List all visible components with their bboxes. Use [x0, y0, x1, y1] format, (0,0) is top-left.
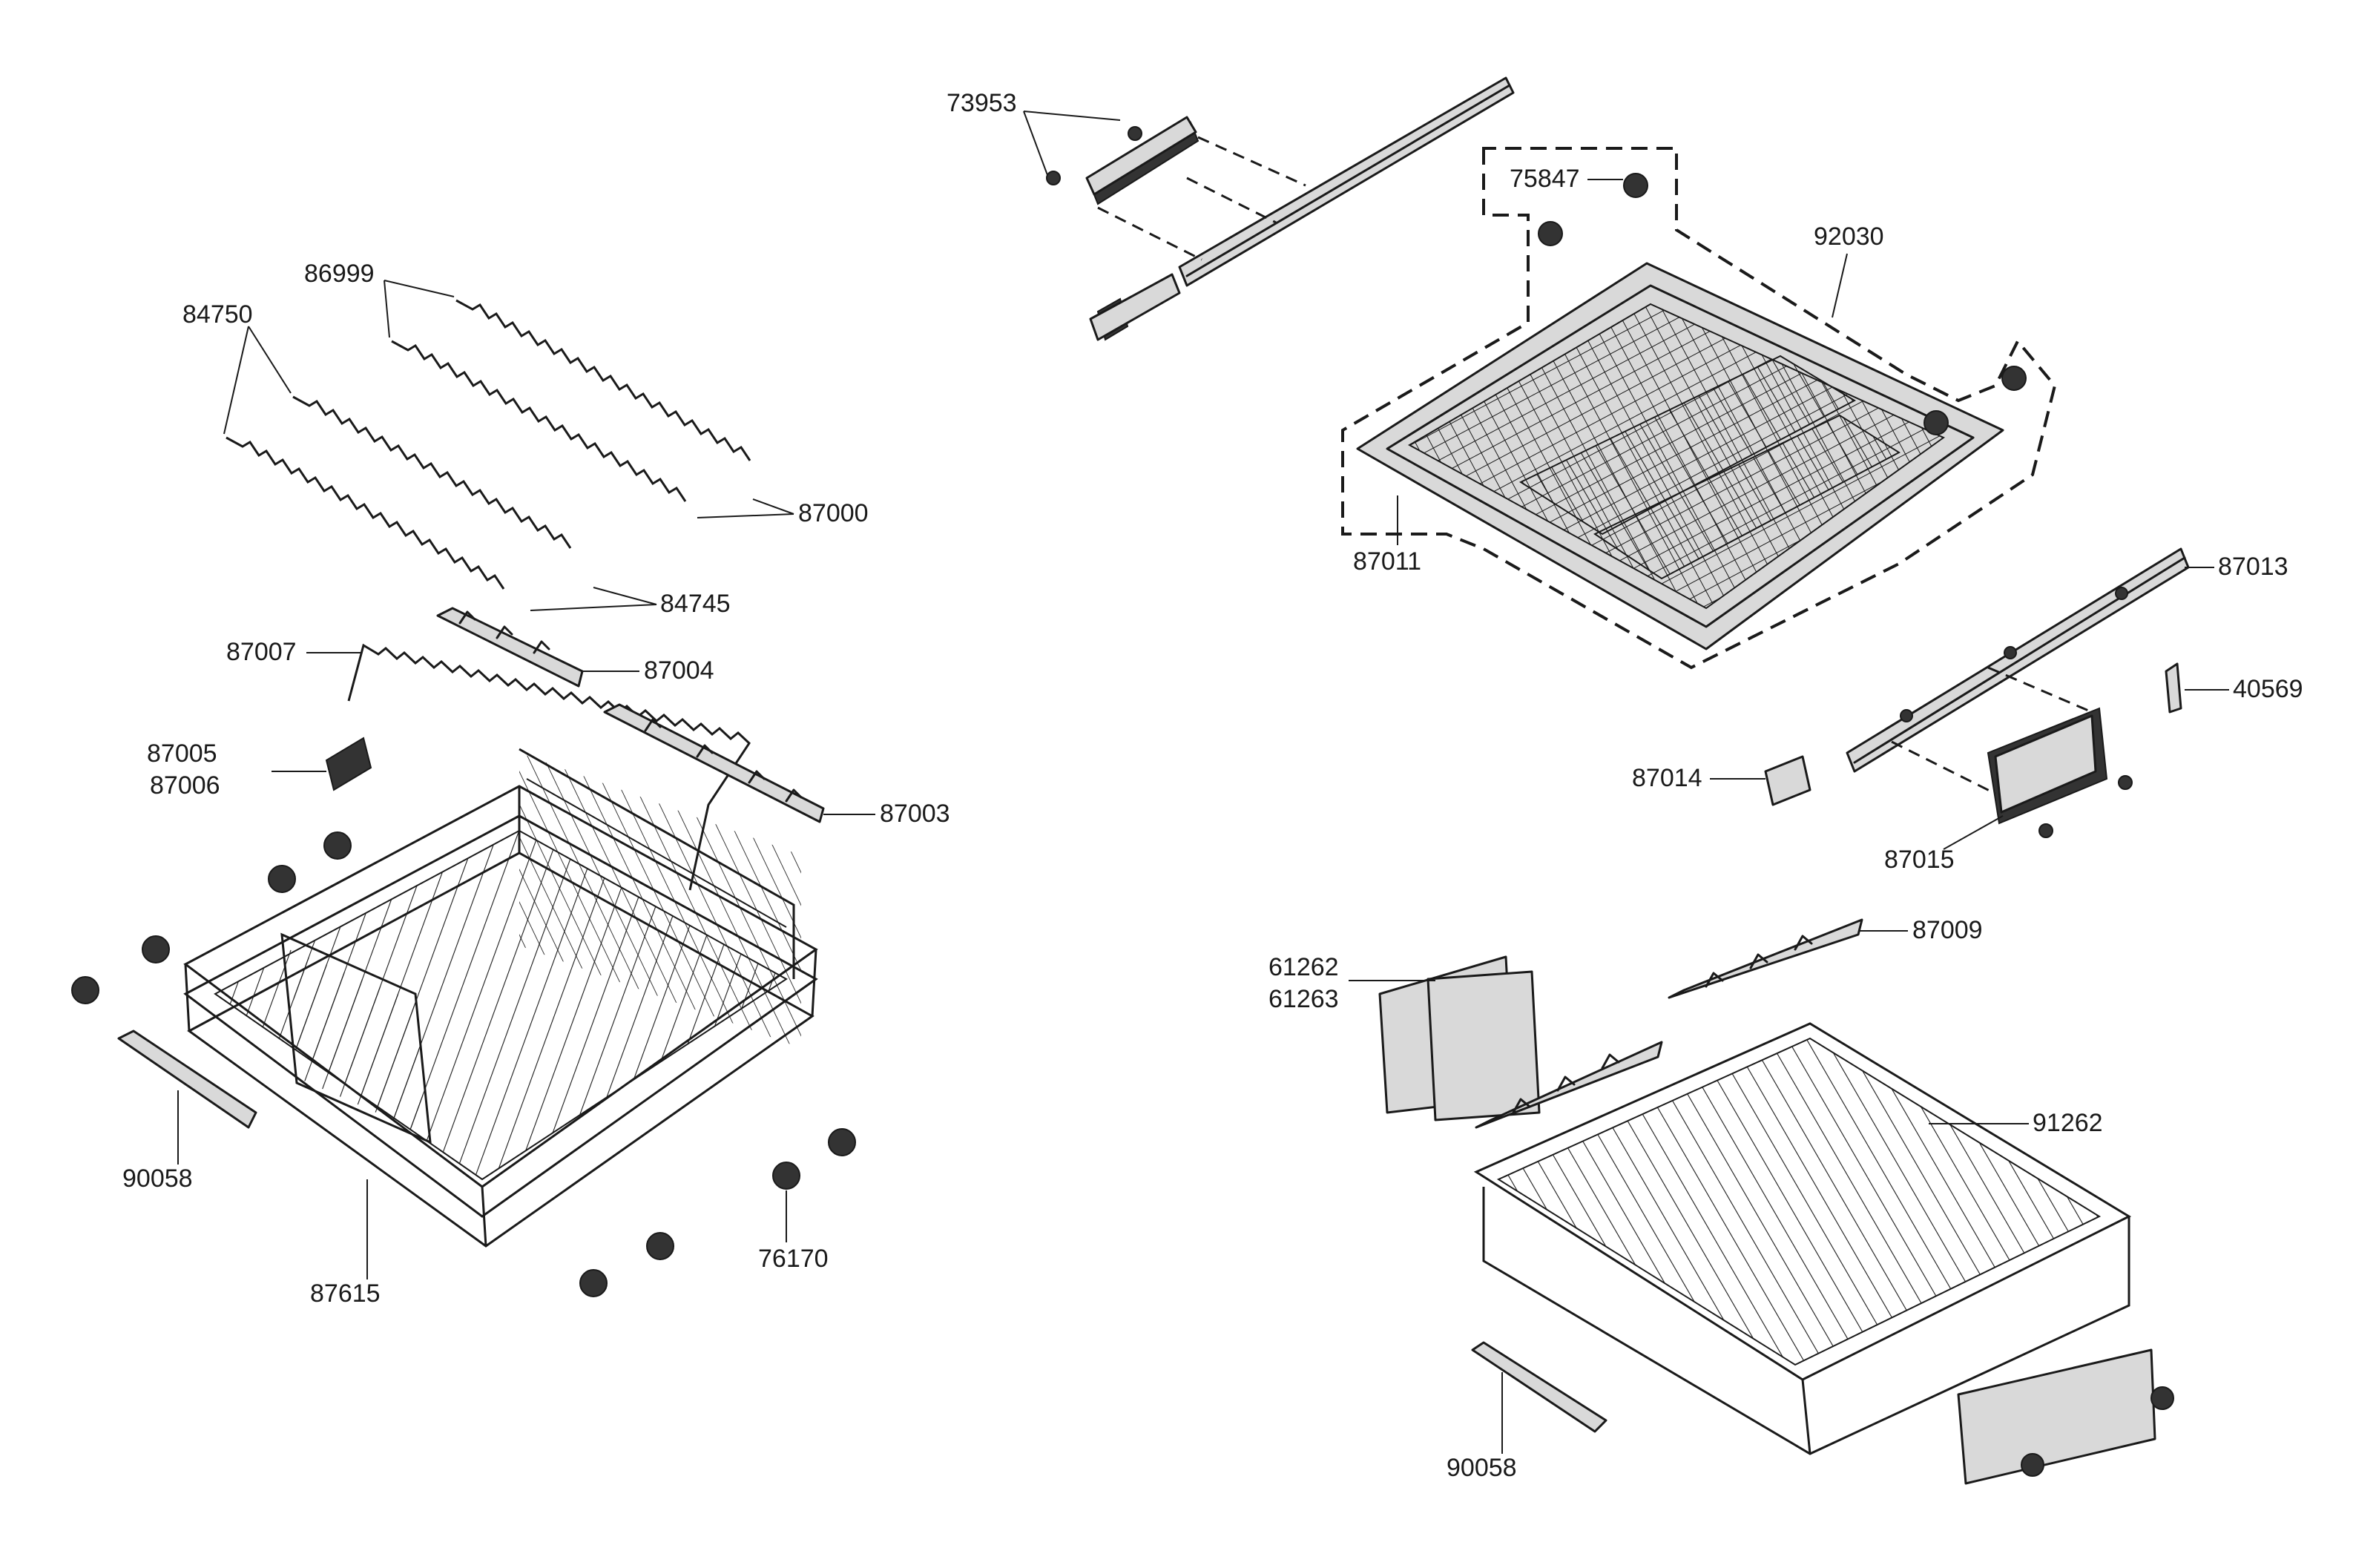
label-61263: 61263 — [1268, 985, 1339, 1013]
label-87015: 87015 — [1884, 846, 1955, 874]
lower-right-rail-assembly — [1764, 547, 2190, 838]
label-87615: 87615 — [310, 1279, 381, 1308]
label-75847: 75847 — [1510, 165, 1580, 193]
label-84745: 84745 — [660, 590, 731, 618]
label-87011: 87011 — [1353, 547, 1421, 576]
label-73953: 73953 — [947, 89, 1017, 117]
label-87000: 87000 — [798, 499, 869, 527]
label-87014: 87014 — [1632, 764, 1702, 792]
label-84750: 84750 — [182, 300, 253, 329]
upper-basket — [1378, 918, 2174, 1485]
label-61262: 61262 — [1268, 953, 1339, 981]
label-87009: 87009 — [1912, 916, 1983, 944]
label-87004: 87004 — [644, 656, 714, 685]
label-40569: 40569 — [2233, 675, 2303, 703]
label-87013: 87013 — [2218, 553, 2288, 581]
label-90058-left: 90058 — [122, 1165, 193, 1193]
label-87007: 87007 — [226, 638, 297, 666]
label-92030: 92030 — [1814, 223, 1884, 251]
upper-rail-assembly — [1046, 76, 1515, 341]
cutlery-tray — [1341, 147, 2057, 670]
label-87006: 87006 — [150, 771, 220, 800]
label-87003: 87003 — [880, 800, 950, 828]
fold-tine-parts — [325, 607, 825, 891]
label-76170: 76170 — [758, 1245, 829, 1273]
label-86999: 86999 — [304, 260, 375, 288]
label-91262: 91262 — [2033, 1109, 2103, 1137]
label-87005: 87005 — [147, 739, 217, 768]
tine-rails — [226, 299, 751, 590]
label-90058-right: 90058 — [1447, 1454, 1517, 1482]
lower-basket — [71, 748, 856, 1297]
